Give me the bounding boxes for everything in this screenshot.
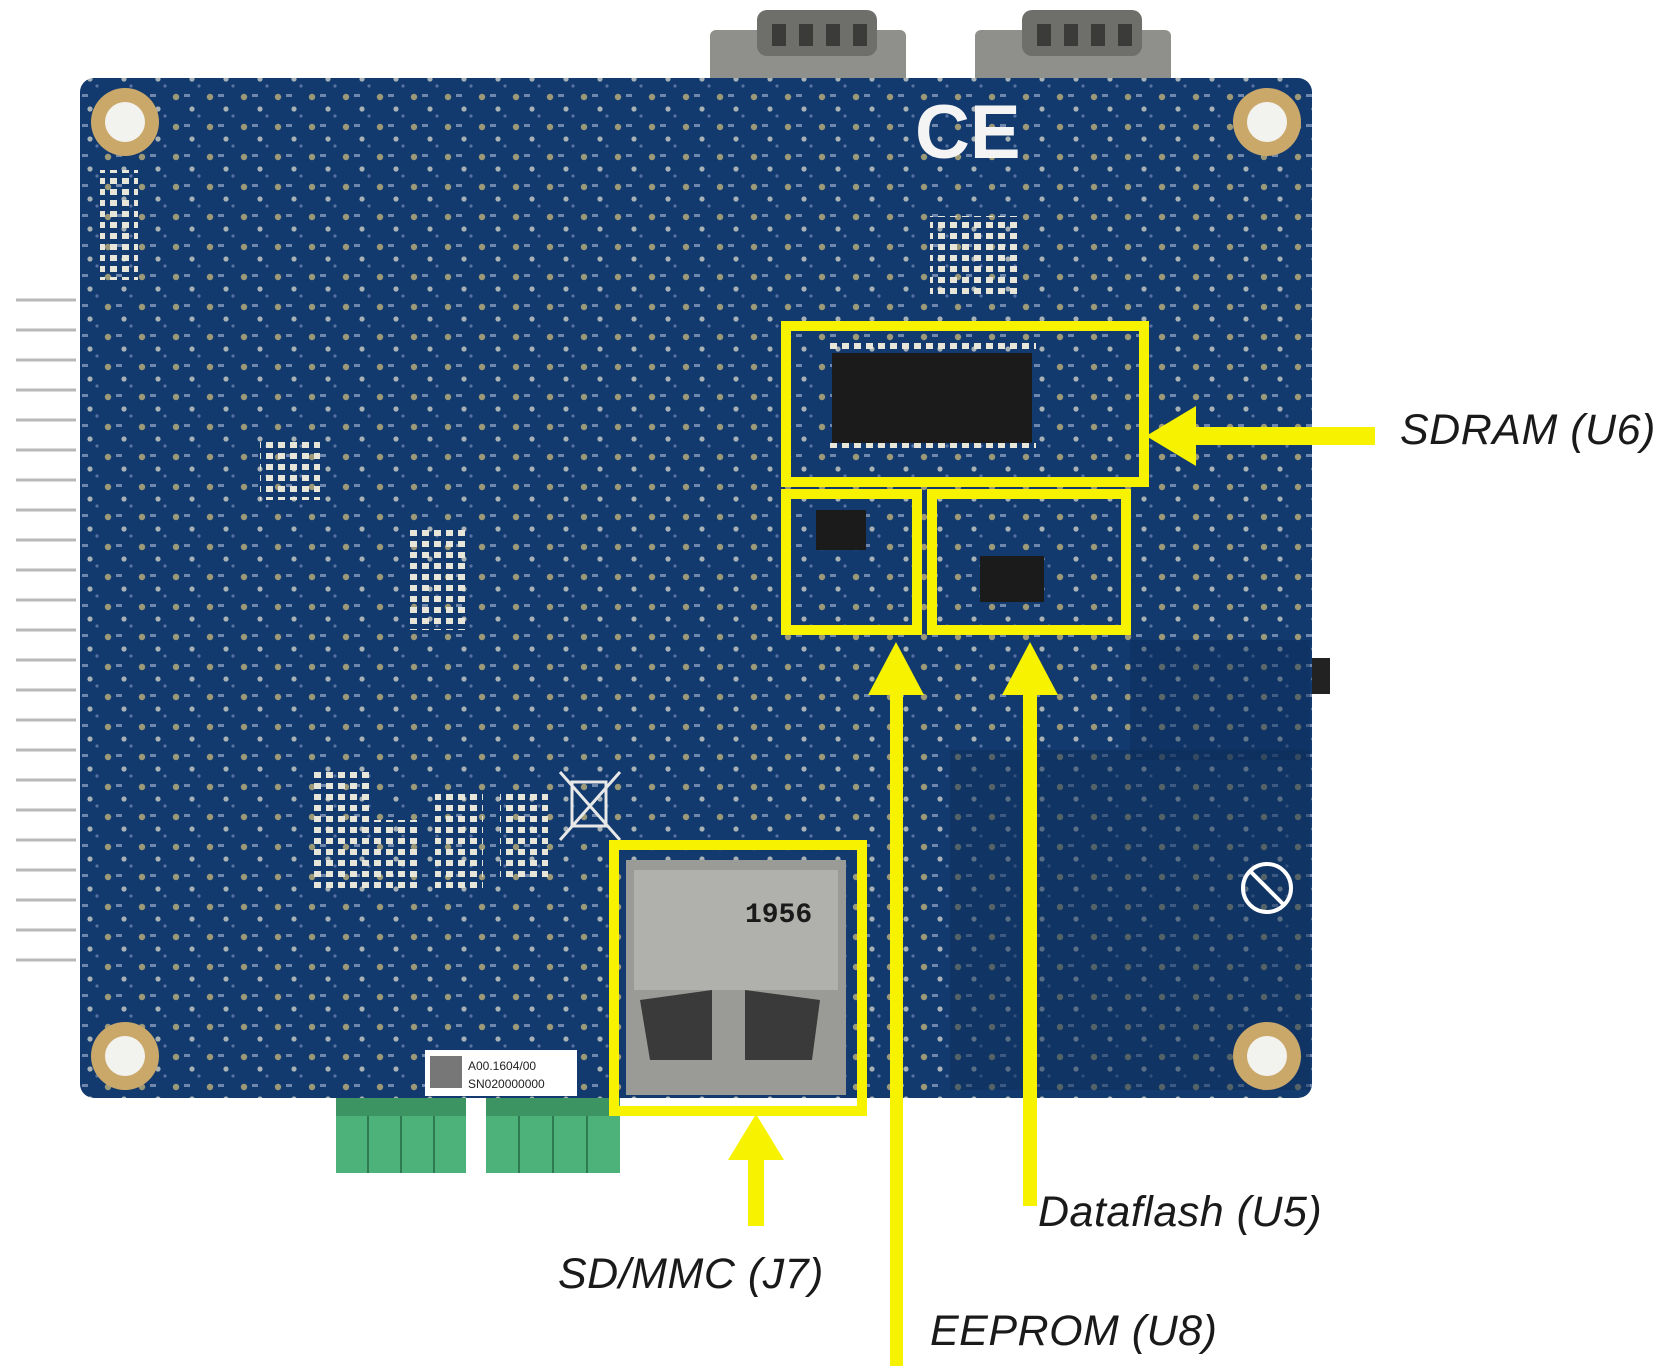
weee-icon [558, 771, 622, 841]
eeprom-chip [816, 510, 866, 550]
dataflash-highlight-box [927, 489, 1131, 635]
screw-terminal [336, 1098, 466, 1173]
eeprom-highlight-box [781, 489, 922, 635]
dataflash-chip [980, 556, 1044, 602]
sdmmc-highlight-box [609, 840, 867, 1116]
mounting-hole [91, 88, 159, 156]
sdmmc-arrow [728, 1114, 784, 1226]
lead-free-icon [1241, 862, 1293, 914]
sdram-highlight-box [781, 321, 1149, 487]
sdram-chip [828, 343, 1036, 453]
sd-card-number: 1956 [745, 900, 812, 931]
serial-connector [710, 10, 906, 86]
dataflash-label: Dataflash (U5) [1038, 1188, 1323, 1236]
sdram-arrow [1146, 406, 1375, 466]
mounting-hole [91, 1022, 159, 1090]
serial-line-2: SN020000000 [468, 1077, 545, 1091]
sdmmc-label: SD/MMC (J7) [558, 1250, 824, 1298]
eeprom-arrow [868, 642, 924, 1366]
pin-header [14, 285, 76, 985]
side-button [1312, 658, 1330, 694]
serial-sticker: A00.1604/00 SN020000000 [425, 1050, 577, 1096]
mounting-hole [1233, 88, 1301, 156]
ce-mark: CE [915, 90, 1021, 175]
sdram-label: SDRAM (U6) [1400, 406, 1656, 454]
dataflash-arrow [1002, 642, 1058, 1206]
serial-line-1: A00.1604/00 [468, 1059, 536, 1073]
serial-connector [975, 10, 1171, 86]
screw-terminal [486, 1098, 620, 1173]
eeprom-label: EEPROM (U8) [930, 1307, 1218, 1355]
mounting-hole [1233, 1022, 1301, 1090]
sd-card-slot: 1956 [626, 860, 846, 1095]
